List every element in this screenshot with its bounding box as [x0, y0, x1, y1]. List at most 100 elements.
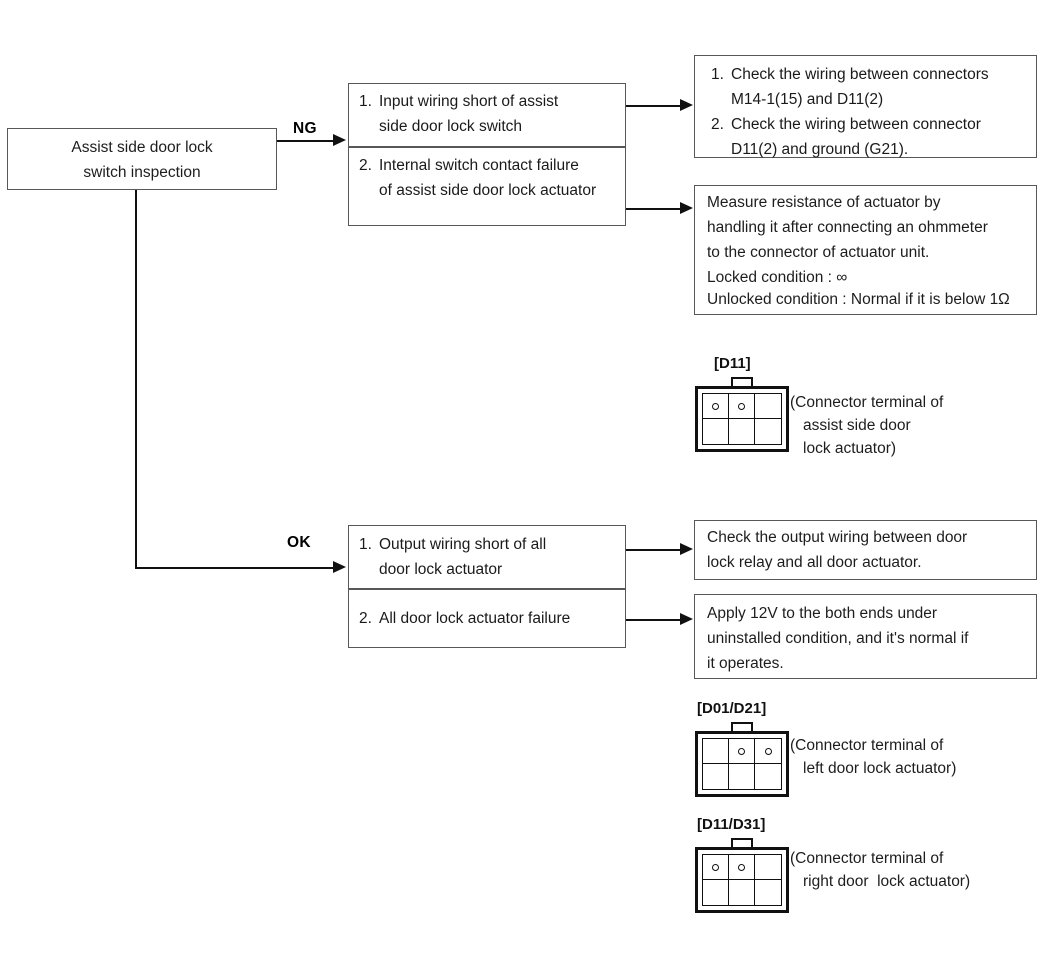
measure-resistance-line-4: Locked condition : ∞: [707, 269, 848, 286]
connector-2-desc-line-2: left door lock actuator): [803, 760, 957, 777]
connector-3-cell-5: [729, 880, 755, 905]
connector-3-cell-2: [729, 855, 755, 880]
start-box-line1: Assist side door lock: [71, 139, 213, 156]
ok-cause-1-arrowhead: [680, 543, 693, 555]
pin-icon: [712, 863, 719, 871]
ng-cause-2-number: 2.: [359, 157, 372, 174]
connector-2-cell-3: [755, 739, 781, 764]
connector-1-cell-5: [729, 419, 755, 444]
connector-2-cell-1: [703, 739, 729, 764]
connector-2-pin-grid: [702, 738, 782, 790]
check-wiring-item-1-number: 1.: [711, 66, 724, 83]
connector-2-tab: [731, 722, 753, 733]
connector-3-desc-line-2: right door lock actuator): [803, 873, 971, 890]
apply-12v-line-1: Apply 12V to the both ends under: [707, 605, 938, 622]
ok-causes-divider: [349, 588, 625, 590]
measure-resistance-box: Measure resistance of actuator by handli…: [694, 185, 1037, 315]
connector-2-desc-line-1: (Connector terminal of: [790, 737, 944, 754]
ng-edge-label: NG: [293, 120, 317, 137]
connector-1-cell-1: [703, 394, 729, 419]
ok-cause-1-number: 1.: [359, 536, 372, 553]
pin-icon: [764, 747, 772, 755]
check-output-wiring-line-1: Check the output wiring between door: [707, 529, 968, 546]
connector-2-cell-6: [755, 764, 781, 789]
check-output-wiring-line-2: lock relay and all door actuator.: [707, 554, 922, 571]
start-box-line2: switch inspection: [83, 164, 201, 181]
connector-1-cell-3: [755, 394, 781, 419]
check-output-wiring-box: Check the output wiring between door loc…: [694, 520, 1037, 580]
ng-cause-2-arrowhead: [680, 202, 693, 214]
ok-cause-2-text: All door lock actuator failure: [379, 610, 571, 627]
measure-resistance-line-3: to the connector of actuator unit.: [707, 244, 930, 261]
pin-icon: [738, 863, 745, 871]
measure-resistance-line-2: handling it after connecting an ohmmeter: [707, 219, 988, 236]
connector-3-pin-grid: [702, 854, 782, 906]
connector-2-cell-5: [729, 764, 755, 789]
ng-causes-divider: [349, 146, 625, 148]
connector-2-cell-2: [729, 739, 755, 764]
ok-branch-vertical-line: [135, 190, 137, 568]
connector-1-desc-line-1: (Connector terminal of: [790, 394, 944, 411]
connector-1-desc-line-3: lock actuator): [803, 440, 897, 457]
connector-3-label: [D11/D31]: [697, 816, 766, 833]
connector-1-cell-2: [729, 394, 755, 419]
connector-3-tab: [731, 838, 753, 849]
ng-cause-1-number: 1.: [359, 93, 372, 110]
connector-3-cell-6: [755, 880, 781, 905]
connector-3-graphic: [695, 838, 791, 915]
measure-resistance-line-5: Unlocked condition : Normal if it is bel…: [707, 291, 1010, 308]
ok-cause-2-arrowhead: [680, 613, 693, 625]
connector-1-desc-line-2: assist side door: [803, 417, 911, 434]
connector-1-cell-4: [703, 419, 729, 444]
ng-cause-1-arrowhead: [680, 99, 693, 111]
connector-3-cell-4: [703, 880, 729, 905]
start-box: Assist side door lock switch inspection: [7, 128, 277, 190]
ok-branch-arrowhead: [333, 561, 346, 573]
pin-icon: [738, 402, 745, 410]
ng-branch-arrowhead: [333, 134, 346, 146]
ng-cause-2-arrow-line: [626, 208, 681, 210]
connector-3-body: [695, 847, 789, 913]
pin-icon: [738, 747, 745, 755]
connector-2-graphic: [695, 722, 791, 799]
connector-1-body: [695, 386, 789, 452]
ng-cause-1-arrow-line: [626, 105, 681, 107]
connector-2-cell-4: [703, 764, 729, 789]
apply-12v-box: Apply 12V to the both ends under uninsta…: [694, 594, 1037, 679]
connector-3-cell-3: [755, 855, 781, 880]
ok-branch-horizontal-line: [135, 567, 334, 569]
connector-1-cell-6: [755, 419, 781, 444]
ok-edge-label: OK: [287, 534, 311, 551]
ok-cause-2: 2. All door lock actuator failure: [359, 606, 621, 631]
connector-1-graphic: [695, 377, 791, 454]
apply-12v-line-2: uninstalled condition, and it's normal i…: [707, 630, 969, 647]
connector-3-cell-1: [703, 855, 729, 880]
connector-2-body: [695, 731, 789, 797]
measure-resistance-line-1: Measure resistance of actuator by: [707, 194, 941, 211]
ok-cause-2-number: 2.: [359, 610, 372, 627]
ng-branch-line: [277, 140, 334, 142]
connector-2-label: [D01/D21]: [697, 700, 767, 717]
check-wiring-item-2-number: 2.: [711, 116, 724, 133]
connector-3-desc-line-1: (Connector terminal of: [790, 850, 944, 867]
connector-1-pin-grid: [702, 393, 782, 445]
pin-icon: [712, 402, 719, 410]
apply-12v-line-3: it operates.: [707, 655, 784, 672]
ok-cause-2-arrow-line: [626, 619, 681, 621]
connector-1-label: [D11]: [714, 355, 751, 372]
connector-1-tab: [731, 377, 753, 388]
